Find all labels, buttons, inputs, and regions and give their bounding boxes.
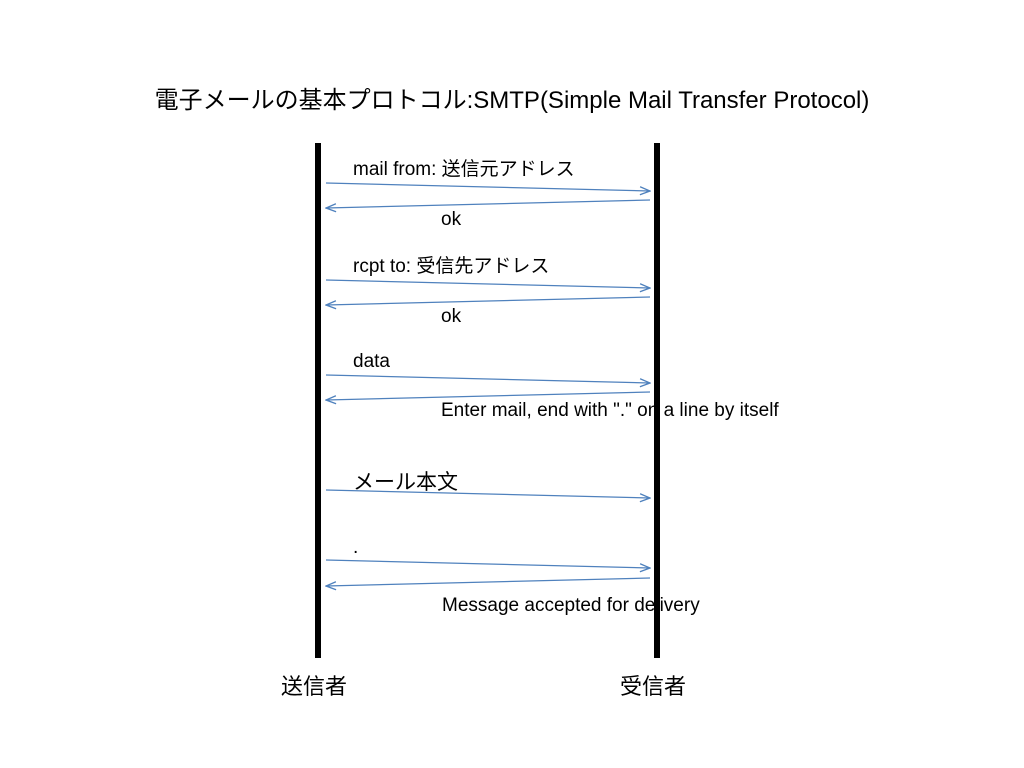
- message-label-enter-mail: Enter mail, end with "." on a line by it…: [441, 400, 779, 421]
- arrow-accepted: [326, 577, 651, 586]
- arrow-enter-mail: [326, 391, 651, 400]
- message-label-mail-from: mail from: 送信元アドレス: [353, 159, 575, 180]
- arrow-ok-1: [326, 199, 651, 208]
- arrow-ok-2: [326, 296, 651, 305]
- message-label-data: data: [353, 351, 390, 372]
- message-label-dot: .: [353, 537, 359, 558]
- arrow-mail-body: [325, 489, 650, 498]
- message-arrows: [325, 182, 651, 586]
- arrow-dot: [325, 559, 650, 568]
- arrow-data: [325, 374, 650, 383]
- arrow-mail-from: [325, 182, 650, 191]
- message-label-mail-body: メール本文: [353, 471, 458, 494]
- diagram-title: 電子メールの基本プロトコル:SMTP(Simple Mail Transfer …: [154, 87, 870, 114]
- message-label-rcpt-to: rcpt to: 受信先アドレス: [353, 256, 550, 277]
- message-label-ok-2: ok: [441, 306, 462, 327]
- actor-sender: 送信者: [281, 674, 348, 699]
- arrow-rcpt-to: [325, 279, 650, 288]
- message-label-ok-1: ok: [441, 209, 462, 230]
- actor-receiver: 受信者: [620, 674, 687, 699]
- message-label-accepted: Message accepted for delivery: [442, 595, 700, 616]
